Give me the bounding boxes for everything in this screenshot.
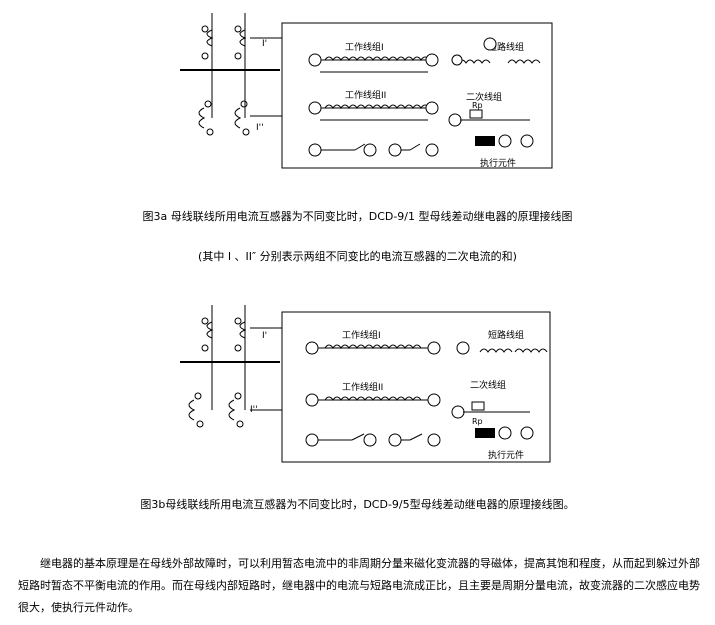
caption-3a: 图3a 母线联线所用电流互感器为不同变比时，DCD-9/1 型母线差动继电器的原… <box>142 210 573 223</box>
actuator-label: 执行元件 <box>480 157 516 169</box>
work-coil-2-label: 工作线组II <box>342 381 383 393</box>
caption-3a-note: (其中 I 、II″ 分别表示两组不同变比的电流互感器的二次电流的和) <box>198 250 517 263</box>
short-coil-label: 短路线组 <box>488 41 524 53</box>
secondary-label: I'' <box>256 123 264 133</box>
figure-3a-diagram: I' I'' 工作线组I 工作线组II <box>170 8 560 173</box>
primary-label: I' <box>262 331 267 341</box>
circuit-diagram-3a: I' I'' 工作线组I 工作线组II <box>180 13 553 169</box>
work-coil-1-label: 工作线组I <box>345 41 384 53</box>
secondary-coil-label: 二次线组 <box>470 379 506 391</box>
rp-label: Rp <box>472 101 483 110</box>
figure-3b-diagram: I' I'' 工作线组I 工作线组II 短路线组 二次线组 <box>170 300 560 465</box>
caption-3b: 图3b母线联线所用电流互感器为不同变比时，DCD-9/5型母线差动继电器的原理接… <box>140 498 575 511</box>
work-coil-2-label: 工作线组II <box>345 89 386 101</box>
body-paragraph: 继电器的基本原理是在母线外部故障时，可以利用暂态电流中的非周期分量来磁化变流器的… <box>18 557 700 614</box>
primary-label: I' <box>262 39 267 49</box>
short-coil-label: 短路线组 <box>488 329 524 341</box>
rp-label: Rp <box>472 417 483 426</box>
secondary-coil-label: 二次线组 <box>466 91 502 103</box>
actuator-label: 执行元件 <box>488 449 524 461</box>
work-coil-1-label: 工作线组I <box>342 329 381 341</box>
circuit-diagram-3b: I' I'' 工作线组I 工作线组II 短路线组 二次线组 <box>180 305 551 463</box>
